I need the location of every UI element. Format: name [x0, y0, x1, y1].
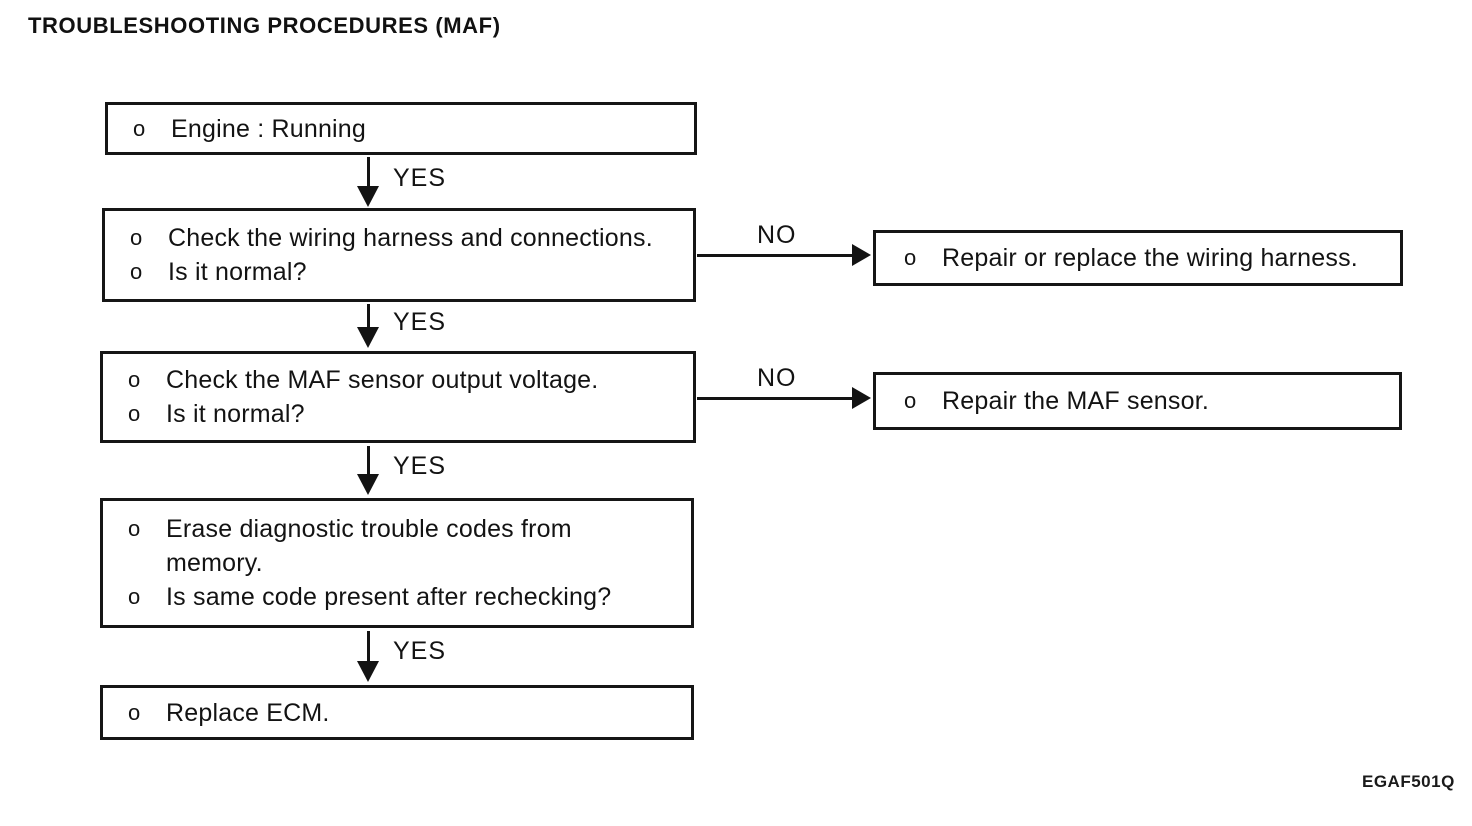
yes-arrow-2-shaft: [367, 304, 370, 329]
flow-box-replace-ecm: o Replace ECM.: [100, 685, 694, 740]
bullet-marker: o: [904, 245, 917, 270]
flow-box-line: o Is it normal?: [128, 397, 683, 431]
flow-box-repair-maf: o Repair the MAF sensor.: [873, 372, 1402, 430]
flow-box-line: o Repair or replace the wiring harness.: [904, 241, 1390, 275]
arrowhead-down-icon: [357, 474, 379, 495]
bullet-marker: o: [130, 259, 143, 284]
flow-box-check-maf-voltage: o Check the MAF sensor output voltage. o…: [100, 351, 696, 443]
bullet-marker: o: [133, 115, 146, 141]
yes-arrow-1-shaft: [367, 157, 370, 188]
bullet-marker: o: [128, 401, 141, 426]
flow-box-text: Check the wiring harness and connections…: [168, 224, 653, 252]
no-connector-2-shaft: [697, 397, 855, 400]
flow-box-line: o Replace ECM.: [128, 696, 681, 730]
bullet-marker: o: [904, 388, 917, 413]
flow-box-text: Check the MAF sensor output voltage.: [166, 366, 599, 394]
no-label-1: NO: [757, 221, 797, 249]
flow-box-text: Engine : Running: [171, 114, 367, 143]
bullet-marker: o: [128, 699, 141, 725]
flow-box-line: o Erase diagnostic trouble codes from: [128, 512, 681, 546]
arrowhead-right-icon: [852, 387, 871, 409]
flow-box-engine-running: o Engine : Running: [105, 102, 697, 155]
flow-box-line: o Check the wiring harness and connectio…: [130, 221, 683, 255]
bullet-marker: o: [128, 516, 141, 541]
arrowhead-down-icon: [357, 186, 379, 207]
figure-code: EGAF501Q: [1362, 772, 1455, 791]
bullet-marker: o: [128, 367, 141, 392]
flow-box-line: o Repair the MAF sensor.: [904, 384, 1389, 418]
flow-box-text: Is it normal?: [166, 400, 305, 428]
flow-box-text: Is same code present after rechecking?: [166, 583, 612, 611]
flow-box-erase-codes: o Erase diagnostic trouble codes from me…: [100, 498, 694, 628]
yes-arrow-4-shaft: [367, 631, 370, 663]
bullet-marker: o: [128, 584, 141, 609]
no-connector-1-shaft: [697, 254, 855, 257]
flow-box-text: memory.: [166, 549, 263, 577]
arrowhead-down-icon: [357, 661, 379, 682]
flow-box-text: Replace ECM.: [166, 698, 330, 727]
yes-label-1: YES: [393, 164, 447, 192]
no-label-2: NO: [757, 364, 797, 392]
flow-box-text: Is it normal?: [168, 258, 307, 286]
arrowhead-down-icon: [357, 327, 379, 348]
yes-label-4: YES: [393, 637, 447, 665]
flow-box-line: o Check the MAF sensor output voltage.: [128, 363, 683, 397]
flow-box-line: o Is it normal?: [130, 255, 683, 289]
arrowhead-right-icon: [852, 244, 871, 266]
yes-arrow-3-shaft: [367, 446, 370, 476]
flow-box-text: Repair or replace the wiring harness.: [942, 244, 1358, 272]
flow-box-line: memory.: [128, 546, 681, 580]
flow-box-text: Erase diagnostic trouble codes from: [166, 515, 572, 543]
bullet-marker: o: [130, 225, 143, 250]
yes-label-3: YES: [393, 452, 447, 480]
yes-label-2: YES: [393, 308, 447, 336]
flow-box-line: o Is same code present after rechecking?: [128, 580, 681, 614]
bullet-spacer: [128, 546, 166, 580]
flow-box-line: o Engine : Running: [133, 112, 684, 146]
flow-box-repair-wiring: o Repair or replace the wiring harness.: [873, 230, 1403, 286]
page-title: TROUBLESHOOTING PROCEDURES (MAF): [28, 13, 501, 38]
flow-box-text: Repair the MAF sensor.: [942, 387, 1210, 415]
flow-box-check-wiring: o Check the wiring harness and connectio…: [102, 208, 696, 302]
